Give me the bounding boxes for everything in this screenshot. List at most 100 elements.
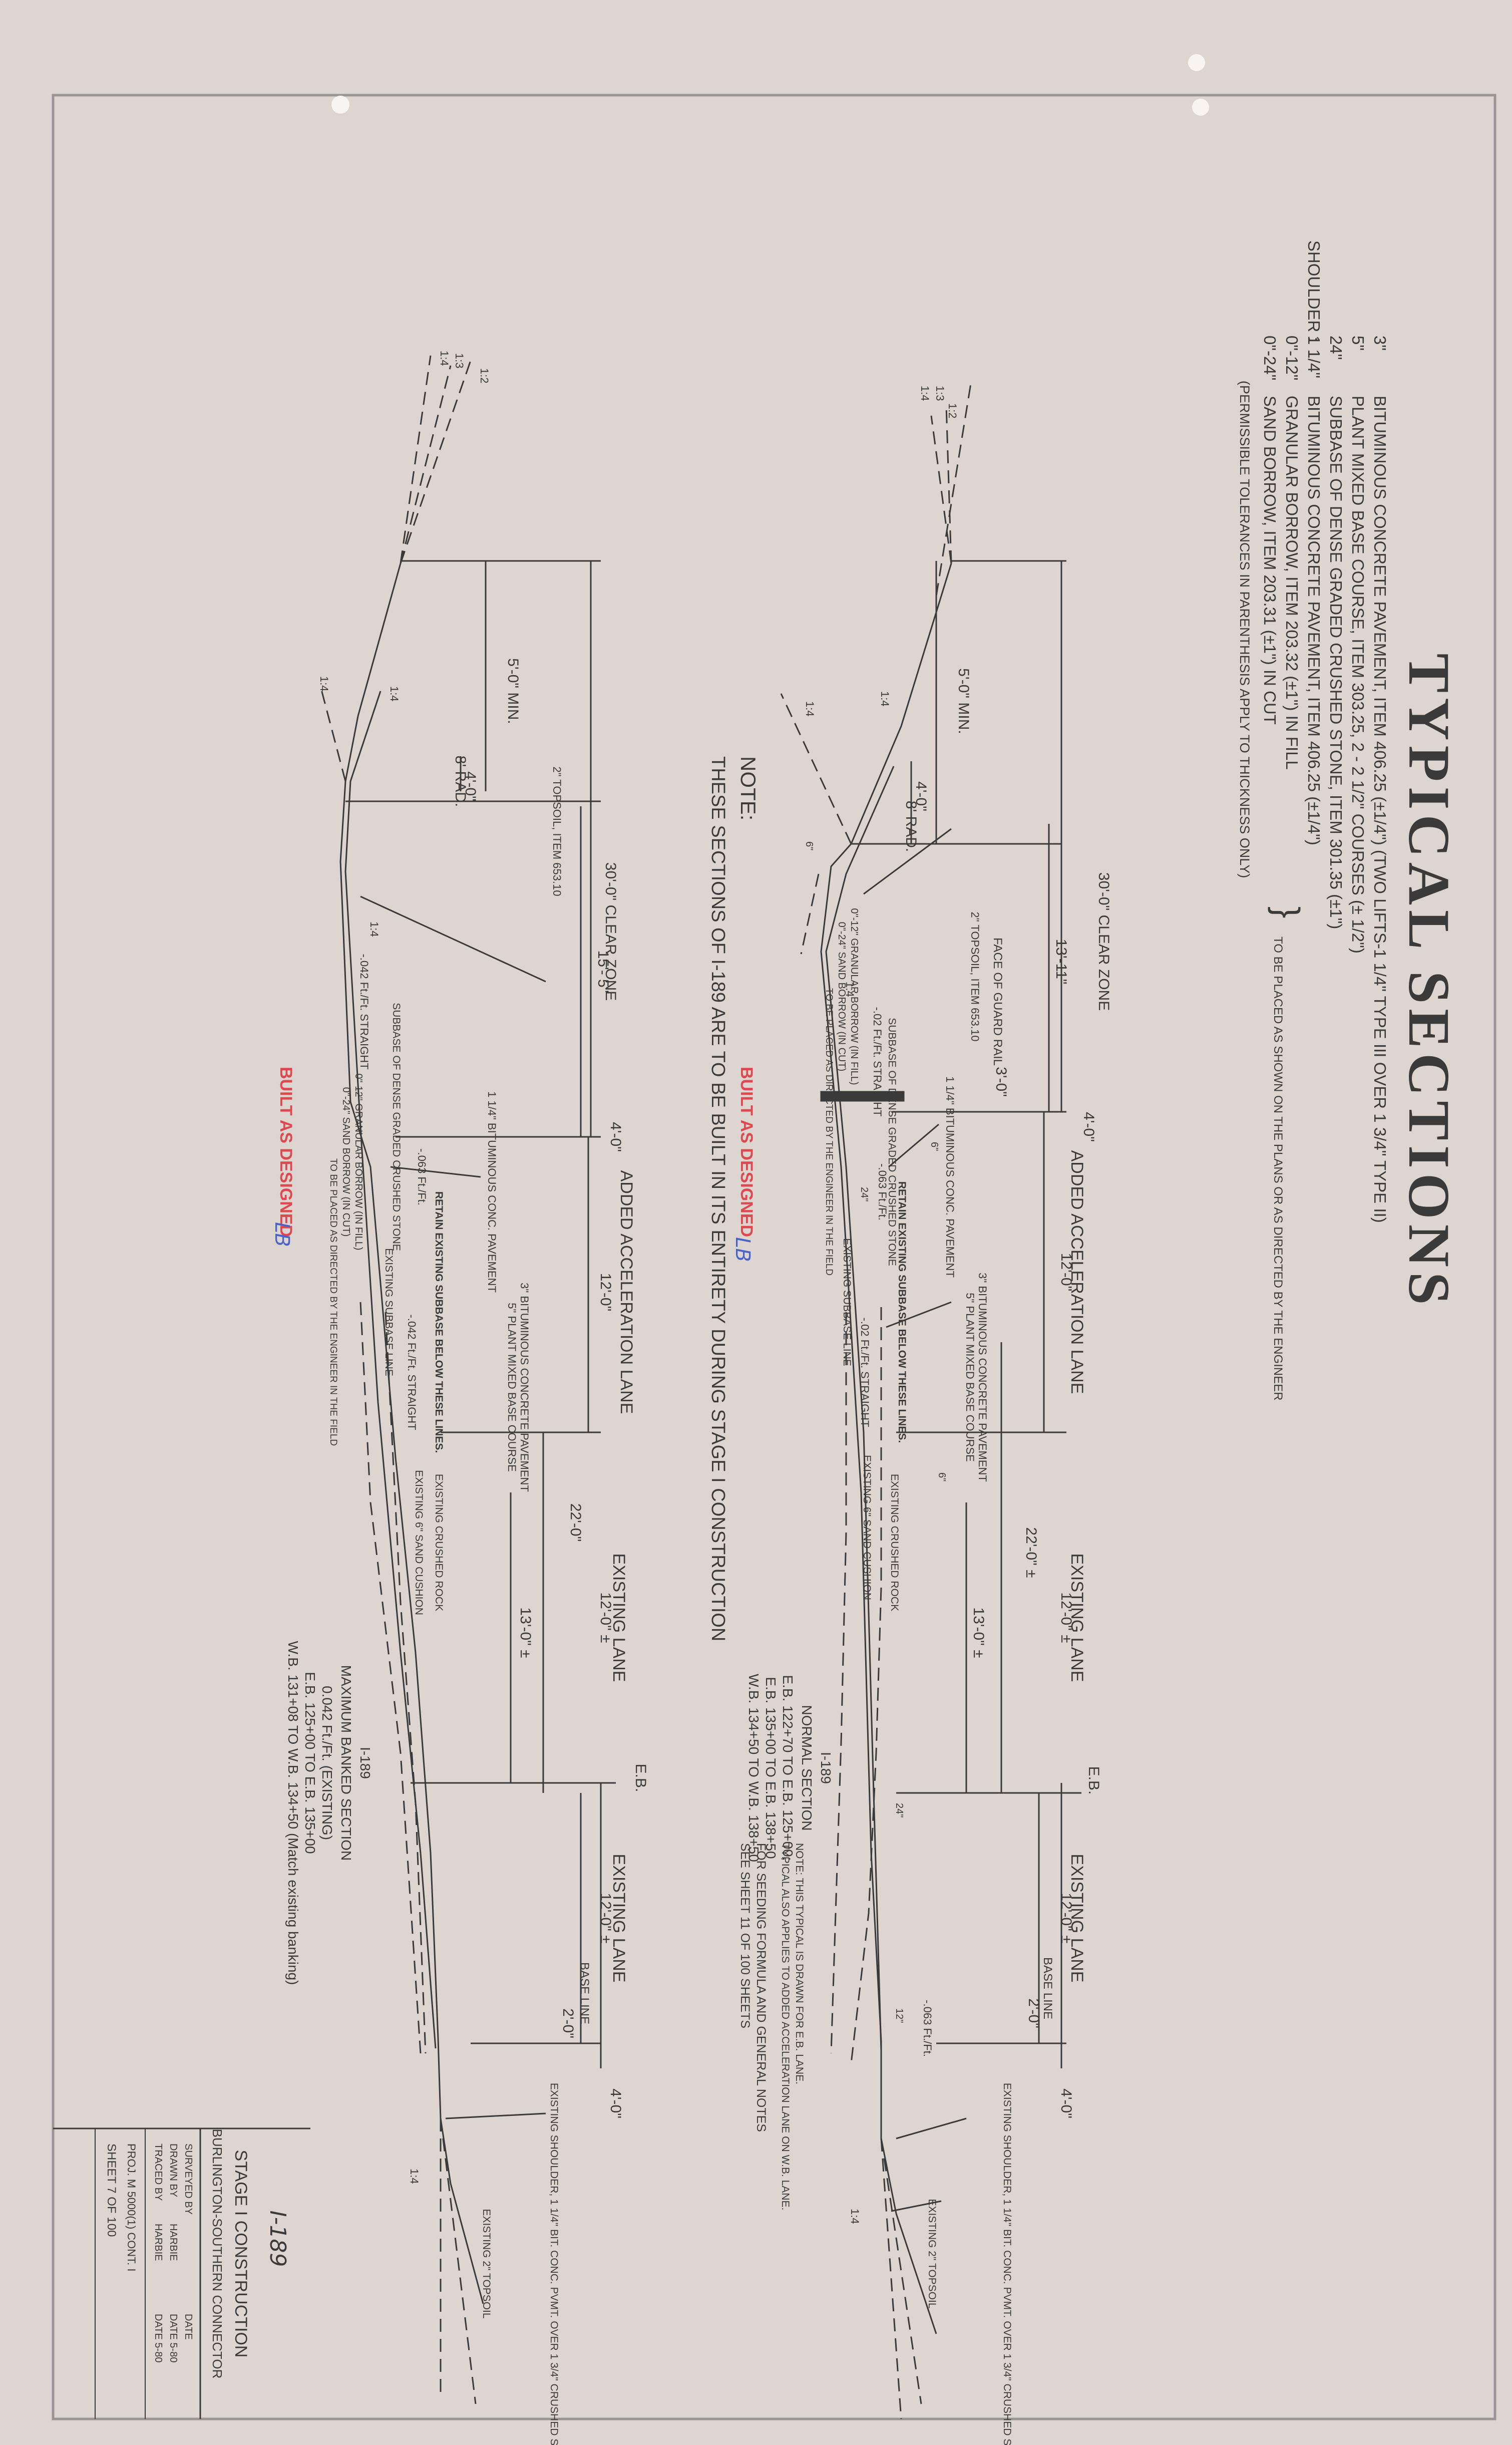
depth-6: 6" — [804, 841, 815, 850]
leader-line — [863, 828, 952, 895]
sand-label: 0"-24" SAND BORROW (IN CUT) — [836, 922, 847, 1072]
caption-title: I-189 — [357, 1747, 373, 1779]
lane-label-acceleration: ADDED ACCELERATION LANE — [617, 1170, 636, 1414]
guard-rail-label: FACE OF GUARD RAIL — [991, 938, 1004, 1066]
dim-13-0: 13'-0" ± — [517, 1607, 534, 1658]
dim-2-0: 2'-0" — [560, 2008, 576, 2038]
dim-4-0c: 4'-0" — [462, 771, 479, 801]
dim-2-0: 2'-0" — [1025, 1998, 1042, 2028]
material-depth: 0"-24" — [1261, 336, 1279, 380]
lane-label-existing-2: EXISTING LANE — [609, 1854, 628, 1983]
route-handwritten: I-189 — [265, 2211, 290, 2267]
slope-line-dashed — [319, 686, 346, 782]
caption-station: 0.042 Ft./Ft. (EXISTING) — [319, 1686, 335, 1840]
materials-list: 3" BITUMINOUS CONCRETE PAVEMENT, ITEM 40… — [1237, 240, 1389, 1400]
material-text: BITUMINOUS CONCRETE PAVEMENT, ITEM 406.2… — [1371, 396, 1389, 1223]
slope-ratio: 1:4 — [318, 676, 330, 692]
topsoil-label: 2" TOPSOIL, ITEM 653.10 — [969, 912, 981, 1042]
stage-label: STAGE I CONSTRUCTION — [231, 2150, 250, 2358]
slope-ratio: 1:4 — [844, 982, 856, 997]
exist-crushed-label: EXISTING CRUSHED ROCK — [433, 1474, 445, 1611]
retain-label: RETAIN EXISTING SUBBASE BELOW THESE LINE… — [433, 1191, 445, 1453]
slope-ratio: 1:3 — [453, 353, 466, 369]
leader-line — [445, 2112, 546, 2119]
sheet-number: SHEET 7 OF 100 — [105, 2144, 118, 2237]
dim-22-0: 22'-0" ± — [1023, 1527, 1039, 1578]
caption-station: W.B. 134+50 TO W.B. 138+50 — [746, 1674, 762, 1862]
caption-station: E.B. 122+70 TO E.B. 125+00; — [780, 1675, 796, 1861]
material-depth: 0"-12" — [1283, 336, 1301, 380]
exist-subbase-label: EXISTING SUBBASE LINE — [383, 1248, 395, 1376]
slope-ratio: 1:4 — [804, 701, 816, 717]
dim-12-0c: 12'-0" ± — [597, 1893, 614, 1943]
dim-3-0: 3'-0" — [993, 1067, 1009, 1097]
side-note: FOR SEEDING FORMULA AND GENERAL NOTES — [754, 1843, 768, 2132]
slope-line-dashed — [400, 355, 432, 564]
date-traced: DATE 5-80 — [153, 2314, 164, 2362]
bit-conc-label: 1 1/4" BITUMINOUS CONC. PAVEMENT — [944, 1076, 956, 1278]
material-text: SUBBASE OF DENSE GRADED CRUSHED STONE, I… — [1327, 396, 1345, 929]
date-drawn: DATE 5-80 — [168, 2314, 179, 2362]
existing-grade-dashed — [850, 1307, 882, 2064]
slope-label: -.042 Ft./Ft. STRAIGHT — [358, 954, 370, 1069]
material-depth: 24" — [1327, 336, 1345, 360]
slope-line-dashed — [440, 2118, 477, 2404]
traced-name: HARBIE — [153, 2224, 164, 2261]
existing-grade-dashed — [385, 1312, 427, 2054]
surveyed-by: SURVEYED BY — [183, 2144, 194, 2215]
slope-line-dashed — [930, 415, 952, 564]
exist-crushed-label: EXISTING CRUSHED ROCK — [889, 1474, 900, 1611]
clear-zone-dim: 30'-0" CLEAR ZONE — [1095, 872, 1112, 1011]
sheet-title: TYPICAL SECTIONS — [1396, 654, 1462, 1310]
slope-ratio: 1:2 — [478, 368, 491, 384]
leader-line — [891, 2200, 942, 2212]
built-as-designed-stamp: BUILT AS DESIGNED — [276, 1067, 295, 1237]
punch-hole — [1188, 54, 1205, 71]
exist-sand-label: EXISTING 6" SAND CUSHION — [861, 1455, 873, 1600]
dim-15-5: 15'- 5" — [595, 951, 611, 993]
traced-by: TRACED BY — [153, 2144, 164, 2201]
caption-title: I-189 — [818, 1752, 834, 1784]
note-text: THESE SECTIONS OF I-189 ARE TO BE BUILT … — [707, 756, 728, 1641]
drawn-by: DRAWN BY — [168, 2144, 179, 2197]
dim-4-0: 4'-0" — [1080, 1112, 1097, 1142]
exist-subbase-label: EXISTING SUBBASE LINE — [841, 1238, 853, 1366]
material-depth: 3" — [1371, 336, 1389, 351]
dim-4-0b: 4'-0" — [1058, 2088, 1074, 2118]
slope-label: -.063 Ft./Ft. — [416, 1148, 428, 1205]
punch-hole — [1192, 99, 1209, 116]
slope-line-dashed — [945, 405, 952, 564]
tolerance-note: (PERMISSIBLE TOLERANCES IN PARENTHESIS A… — [1237, 381, 1252, 878]
retain-label: RETAIN EXISTING SUBBASE BELOW THESE LINE… — [896, 1181, 908, 1443]
dim-13-11: 13'-11" — [1053, 939, 1069, 985]
material-depth: 5" — [1349, 336, 1367, 351]
granular-label: 0"-12" GRANULAR BORROW (IN FILL) — [353, 1073, 364, 1250]
depth-6: 6" — [936, 1472, 947, 1481]
side-note: NOTE: THIS TYPICAL IS DRAWN FOR E.B. LAN… — [794, 1843, 805, 2084]
slope-label: -.063 Ft./Ft. — [876, 1163, 889, 1220]
dim-4-0c: 4'-0" — [913, 781, 929, 811]
slope-label: -.042 Ft./Ft. STRAIGHT — [406, 1314, 418, 1430]
lane-label-existing-2: EXISTING LANE — [1067, 1854, 1086, 1983]
material-text: PLANT MIXED BASE COURSE, ITEM 303.25, 2 … — [1349, 396, 1367, 954]
exist-topsoil-label: EXISTING 2" TOPSOIL — [926, 2199, 938, 2308]
slope-label: -.02 Ft./Ft. STRAIGHT — [859, 1318, 871, 1427]
dim-12-0: 12'-0" — [1058, 1253, 1074, 1291]
punch-hole — [331, 96, 349, 114]
caption-station: E.B. 125+00 TO E.B. 135+00 — [302, 1672, 318, 1854]
project-name: BURLINGTON-SOUTHERN CONNECTOR — [210, 2129, 225, 2379]
dim-12-0b: 12'-0" ± — [1058, 1592, 1074, 1643]
finished-grade-line — [339, 563, 484, 2304]
sheet-border — [52, 94, 1496, 2420]
depth-12: 12" — [894, 2008, 905, 2023]
leader-line — [390, 1166, 481, 1178]
topsoil-label: 2" TOPSOIL, ITEM 653.10 — [551, 767, 563, 896]
depth-24: 24" — [859, 1187, 870, 1201]
plant-mix-label: 5" PLANT MIXED BASE COURSE — [964, 1293, 976, 1462]
side-note: TYPICAL ALSO APPLIES TO ADDED ACCELERATI… — [780, 1843, 791, 2210]
lane-label-existing: EXISTING LANE — [609, 1554, 628, 1682]
plant-mix-label: 5" PLANT MIXED BASE COURSE — [506, 1303, 518, 1472]
eb-label: E.B. — [1085, 1766, 1102, 1795]
leader-line — [360, 895, 546, 983]
